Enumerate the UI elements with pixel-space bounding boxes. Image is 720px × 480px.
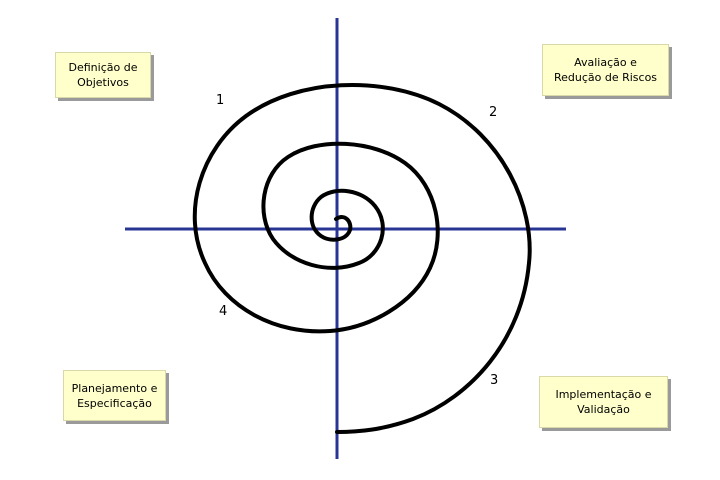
phase-number-1: 1 bbox=[216, 93, 225, 108]
quadrant-box-line: Validação bbox=[577, 403, 630, 416]
quadrant-box-line: Planejamento e bbox=[71, 381, 158, 395]
phase-number-4: 4 bbox=[219, 304, 228, 319]
quadrant-box-line: Definição de bbox=[68, 61, 138, 74]
quadrant-box-line: Redução de Riscos bbox=[553, 71, 658, 84]
phase-number-2: 2 bbox=[489, 105, 498, 120]
quadrant-box-line: Avaliação e bbox=[574, 56, 637, 69]
quadrant-box-planning: Planejamento e Especificação bbox=[63, 370, 166, 421]
quadrant-box-line: Objetivos bbox=[77, 76, 129, 89]
quadrant-box-objectives: Definição de Objetivos bbox=[55, 52, 151, 98]
quadrant-box-line: Especificação bbox=[77, 396, 152, 410]
phase-number-3: 3 bbox=[490, 373, 499, 388]
spiral-path bbox=[192, 83, 532, 434]
quadrant-box-line: Implementação e bbox=[555, 388, 652, 401]
quadrant-box-implementation: Implementação e Validação bbox=[539, 376, 668, 428]
quadrant-box-risk-analysis: Avaliação e Redução de Riscos bbox=[542, 44, 669, 96]
